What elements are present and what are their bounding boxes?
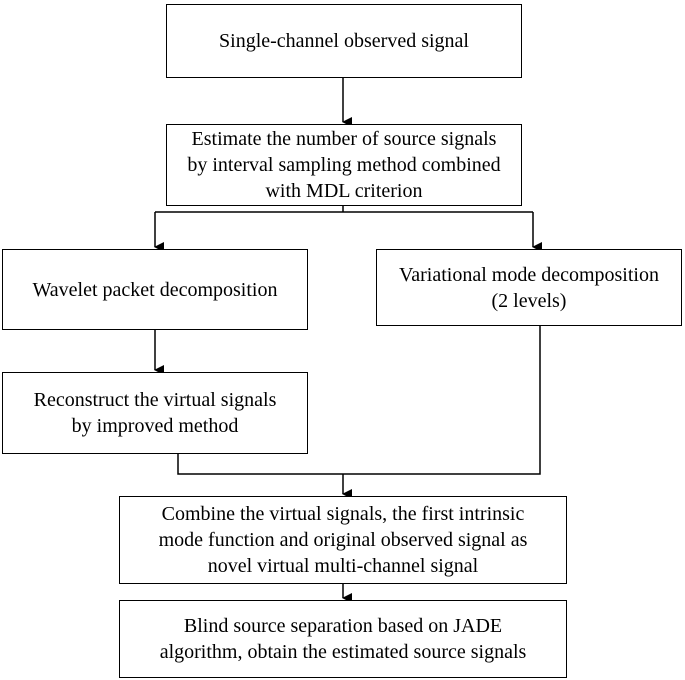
node-reconstruct-line-2: by improved method <box>71 415 239 437</box>
node-wavelet-packet: Wavelet packet decomposition <box>2 249 308 330</box>
node-vmd-line-2: (2 levels) <box>491 289 567 312</box>
node-combine-signals: Combine the virtual signals, the first i… <box>119 496 567 584</box>
node-reconstruct-virtual: Reconstruct the virtual signals by impro… <box>2 372 308 454</box>
node-estimate-line-1: Estimate the number of source signals <box>191 128 497 150</box>
node-blind-source-separation: Blind source separation based on JADE al… <box>119 600 567 678</box>
node-vmd-line-1: Variational mode decomposition <box>399 263 659 286</box>
node-bss-line-2: algorithm, obtain the estimated source s… <box>159 641 527 663</box>
node-reconstruct-line-1: Reconstruct the virtual signals <box>33 389 277 411</box>
edge-reconstruct-to-combine <box>177 454 343 475</box>
node-bss-line-1: Blind source separation based on JADE <box>183 615 503 637</box>
node-estimate-sources: Estimate the number of source signals by… <box>166 124 522 206</box>
node-observed-line-1: Single-channel observed signal <box>219 30 469 52</box>
node-estimate-line-2: by interval sampling method combined <box>187 154 501 176</box>
edge-vmd-to-combine <box>343 326 541 475</box>
node-combine-line-1: Combine the virtual signals, the first i… <box>161 503 525 525</box>
node-observed-signal: Single-channel observed signal <box>166 4 522 78</box>
node-combine-line-2: mode function and original observed sign… <box>158 529 528 551</box>
node-wavelet-line-1: Wavelet packet decomposition <box>32 278 278 301</box>
node-estimate-line-3: with MDL criterion <box>265 180 423 202</box>
node-combine-line-3: novel virtual multi-channel signal <box>207 555 479 577</box>
node-variational-mode: Variational mode decomposition (2 levels… <box>376 249 682 326</box>
